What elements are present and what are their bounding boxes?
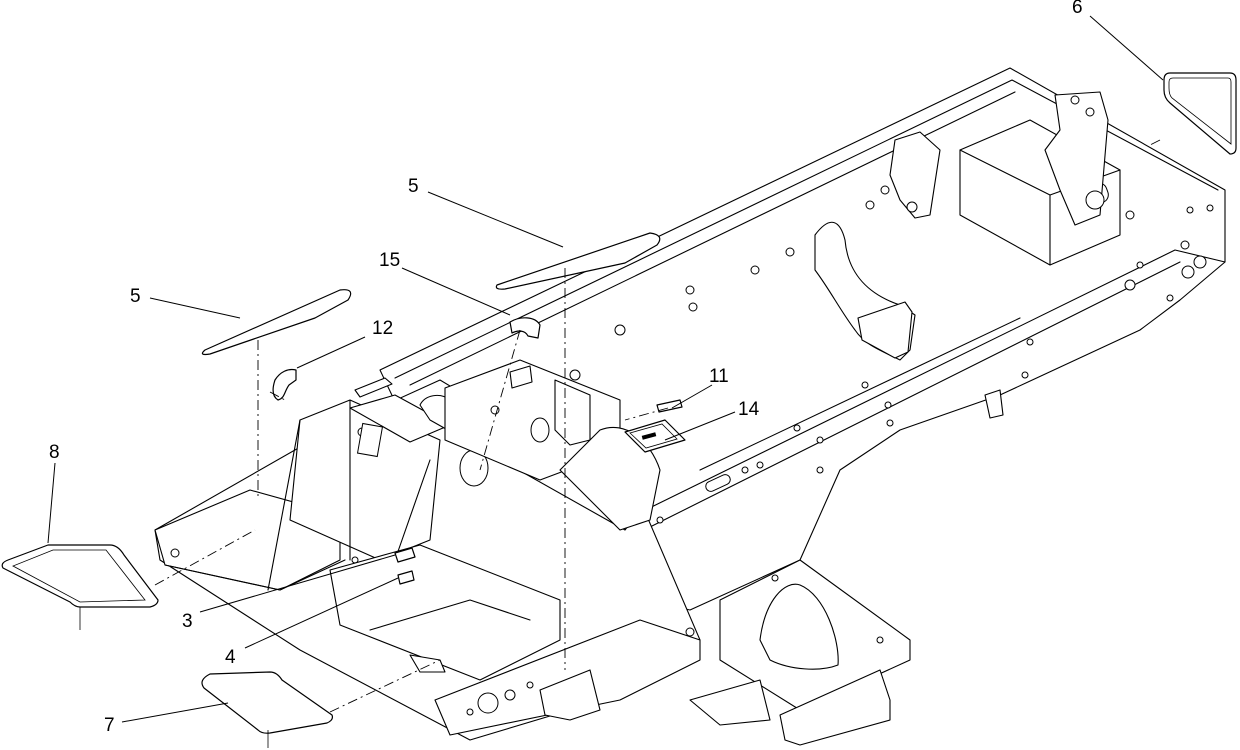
decal-5-center [495,232,661,290]
callout-8: 8 [49,442,60,463]
decal-3 [394,547,416,563]
placement-lines [79,139,1161,748]
callout-labels: 6 5 15 5 12 11 14 8 3 4 7 [49,0,1083,736]
decal-12 [272,368,297,401]
decal-7 [201,671,334,734]
callout-7: 7 [104,715,115,736]
leader-lines [47,15,1164,723]
decal-5-left [201,289,352,356]
decal-4 [397,570,415,585]
callout-5-center: 5 [408,176,419,197]
decal-8 [1,544,159,608]
decal-6 [1163,72,1237,155]
callout-15: 15 [379,250,400,271]
callout-3: 3 [182,611,193,632]
callout-4: 4 [225,647,236,668]
callout-12: 12 [372,318,393,339]
callout-11: 11 [709,366,729,387]
callout-14: 14 [738,399,760,420]
decals [1,72,1237,734]
callout-5-left: 5 [130,286,141,307]
front-frame [154,359,911,746]
decal-15 [509,317,541,339]
callout-6: 6 [1072,0,1083,18]
